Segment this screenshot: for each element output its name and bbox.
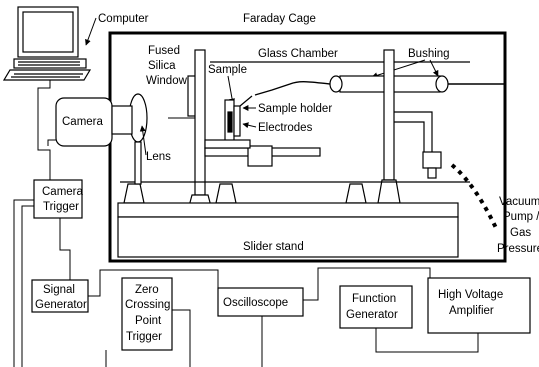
computer-icon [2,6,92,81]
left-outer-wire-1 [13,199,34,367]
slider-stand [117,216,459,258]
bushing-arrow-1 [371,59,426,79]
vacuum-pipe-outer [394,111,433,152]
signal-generator-box [31,279,89,313]
window-label-1: Fused [148,45,180,57]
hva-label-1: High Voltage [438,289,503,301]
oscilloscope-label: Oscilloscope [223,297,288,309]
bushing-label: Bushing [408,48,450,60]
left-chamber-flange [194,49,206,196]
computer-camera-cable [37,80,51,180]
osc-hv-wire [303,267,431,301]
oscilloscope-box [217,287,304,317]
slider-stand-label: Slider stand [243,241,304,253]
camera-cable [47,139,56,146]
lens-post [134,141,142,185]
zero-crossing-label-4: Trigger [126,331,162,343]
fg-hva-wire [375,328,479,353]
computer-label: Computer [98,13,149,25]
camera-trigger-box [33,179,83,219]
right-stand-foot [377,179,401,204]
trigger-signal-cable [59,218,71,280]
function-generator-label-1: Function [352,293,396,305]
zero-crossing-label-3: Point [135,315,162,327]
vacuum-label-3: Gas [510,227,531,239]
hv-wire [254,81,331,96]
vacuum-pipe-inner [394,121,425,152]
vacuum-valve [422,151,442,169]
stand-foot-1 [123,183,145,204]
function-generator-box [339,285,413,329]
sig-osc-wire [88,269,219,297]
bushing-arrow-2 [429,59,439,77]
camera-label: Camera [62,116,104,128]
electrodes-label: Electrodes [258,122,313,134]
sample-holder [224,95,253,143]
high-voltage-amplifier-box [427,277,531,334]
hva-label-2: Amplifier [449,305,494,317]
sample-arrow [227,75,236,105]
left-outer-wire-2 [21,205,34,367]
signal-generator-label-2: Generator [35,299,87,311]
vacuum-label-4: Pressure [497,243,539,255]
stand-foot-3 [345,183,367,204]
faraday-cage-label: Faraday Cage [243,13,316,25]
lens-label: Lens [146,151,171,163]
window-label-2: Silica [148,60,176,72]
rail-carriage [247,145,273,167]
camera-trigger-label-1: Camera [42,186,84,198]
right-stand-post [383,49,395,181]
electrodes-arrow [242,122,257,129]
faraday-cage [108,31,507,263]
zero-crossing-box [121,277,173,351]
zero-crossing-label-2: Crossing [125,299,170,311]
window-label-3: Window [146,75,188,87]
signal-generator-label-1: Signal [43,284,75,296]
zero-crossing-wire [172,309,191,367]
holder-base [204,139,251,149]
sample-label: Sample [208,64,247,76]
sample-holder-label: Sample holder [258,103,332,115]
vacuum-label-1: Vacuum [499,196,539,208]
vacuum-valve-stem [427,167,437,179]
vacuum-dotted-line [450,163,498,229]
stand-foot-2 [215,183,237,204]
glass-chamber-label: Glass Chamber [258,48,338,60]
computer-arrow [85,17,97,46]
vacuum-label-2: Pump / [503,211,539,223]
slider-rail [117,202,459,218]
lens-arrow [139,125,147,156]
camera-lens-barrel [111,105,133,135]
camera-trigger-label-2: Trigger [43,201,79,213]
zero-crossing-label-1: Zero [135,284,159,296]
function-generator-label-2: Generator [346,309,398,321]
